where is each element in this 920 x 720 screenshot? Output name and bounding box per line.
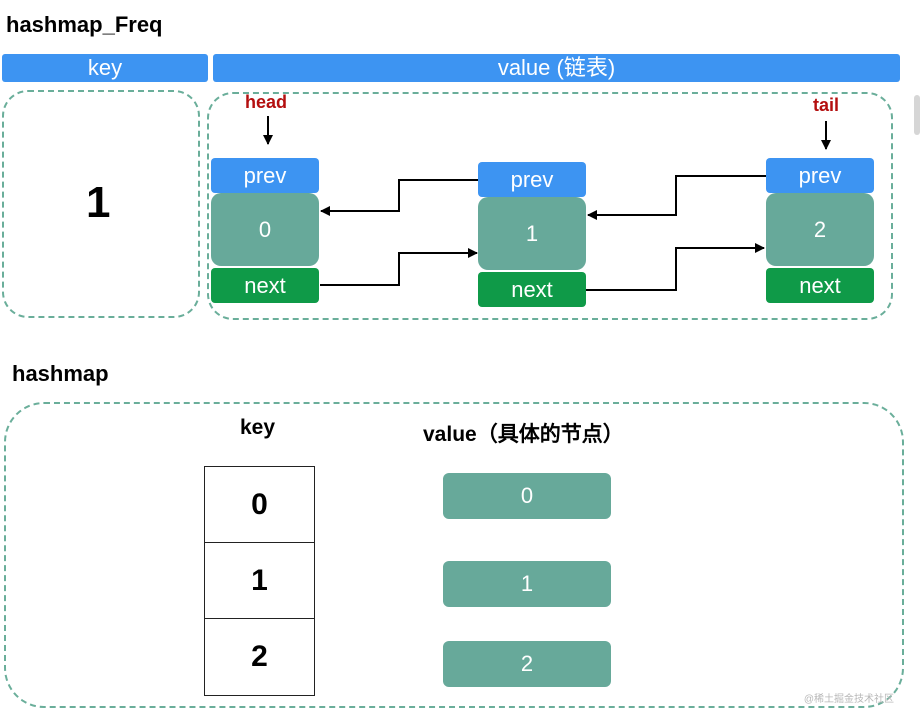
node-2-value: 2	[766, 193, 874, 266]
hashmap-container	[4, 402, 904, 708]
linked-list-container	[207, 92, 893, 320]
hashmap-value-node-2: 2	[443, 641, 611, 687]
node-2-prev: prev	[766, 158, 874, 193]
hashmap-key-cell-2: 2	[204, 618, 315, 696]
node-2-next: next	[766, 268, 874, 303]
hashmap-key-cell-0: 0	[204, 466, 315, 544]
head-label: head	[245, 92, 288, 112]
next-link-1-to-2	[586, 243, 765, 291]
hashmap-value-node-1: 1	[443, 561, 611, 607]
key-container	[2, 90, 200, 318]
node-0-prev: prev	[211, 158, 319, 193]
node-0-value: 0	[211, 193, 319, 266]
hashmap-key-cell-1: 1	[204, 542, 315, 620]
prev-link-2-to-1	[587, 175, 766, 220]
hashmap-title: hashmap	[12, 361, 109, 386]
key-header: key	[2, 54, 208, 82]
hashmap-value-node-0: 0	[443, 473, 611, 519]
hashmap-value-header: value（具体的节点）	[423, 423, 624, 446]
scrollbar-thumb[interactable]	[914, 95, 920, 135]
node-1-value: 1	[478, 197, 586, 270]
node-0-next: next	[211, 268, 319, 303]
freq-key-value: 1	[86, 178, 111, 227]
node-1-next: next	[478, 272, 586, 307]
freq-title: hashmap_Freq	[6, 12, 163, 37]
tail-label: tail	[813, 95, 840, 115]
next-link-0-to-1	[320, 248, 478, 286]
node-1-prev: prev	[478, 162, 586, 197]
value-header: value (链表)	[213, 54, 900, 82]
hashmap-key-header: key	[240, 416, 276, 439]
prev-link-1-to-0	[320, 179, 478, 216]
watermark: @稀土掘金技术社区	[803, 694, 894, 705]
